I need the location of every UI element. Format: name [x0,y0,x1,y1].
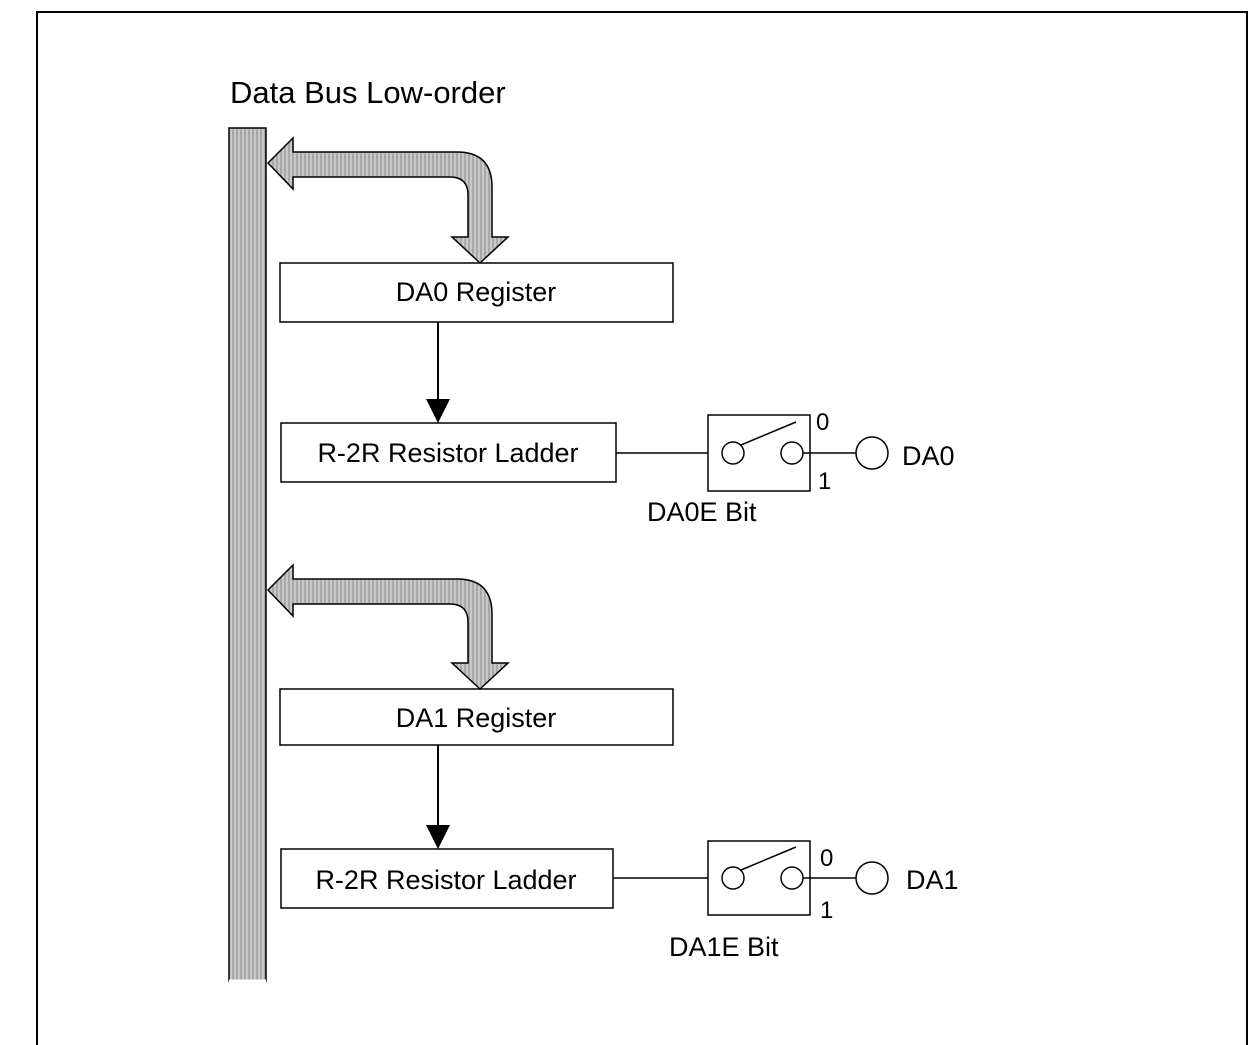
da1-output-pin-label: DA1 [906,865,959,895]
da0e-switch-contact-right [780,441,804,465]
da0-register-box [279,262,674,323]
diagram-frame [36,11,1248,1045]
da1e-state-1-label: 1 [820,897,833,924]
da1e-switch-blade [740,846,797,871]
da1-ladder-label: R-2R Resistor Ladder [315,865,576,895]
da0-ladder-label: R-2R Resistor Ladder [317,438,578,468]
da1-register-to-ladder-arrowhead [426,825,450,849]
da1-register-label: DA1 Register [396,703,557,733]
da1e-switch-contact-right [780,866,804,890]
da1-output-pin [855,861,889,895]
da0-output-pin [855,436,889,470]
data-bus-bar [228,127,267,982]
da0-register-label: DA0 Register [396,277,557,307]
da1-ladder-box [280,848,614,909]
da0e-bit-label: DA0E Bit [647,497,757,527]
da0e-switch-blade [740,421,797,446]
da1e-state-0-label: 0 [820,845,833,872]
da0e-state-0-label: 0 [816,409,829,436]
da0-output-pin-label: DA0 [902,441,955,471]
da1-register-box [279,688,674,746]
da0-register-to-ladder-arrowhead [426,399,450,423]
da0e-state-1-label: 1 [818,468,831,495]
da1e-bit-label: DA1E Bit [669,932,779,962]
da0e-switch-contact-left [721,441,745,465]
data-bus-title: Data Bus Low-order [230,75,506,110]
da1e-switch-contact-left [721,866,745,890]
